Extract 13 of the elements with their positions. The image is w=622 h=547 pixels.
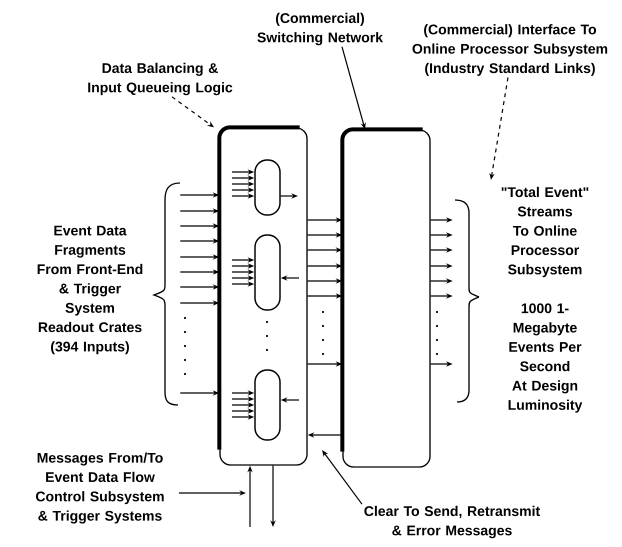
module-box [217,125,308,466]
text-label: (Commercial) Interface To Online Processor Subsystem (Industry Standard Links) [412,24,608,76]
queue-pill [254,369,281,441]
queue-pill [254,159,281,216]
text-label: Messages From/To Event Data Flow Control Subsystem & Trigger Systems [36,452,164,524]
text-label: (Commercial) Switching Network [257,12,384,46]
text-label: Data Balancing & Input Queueing Logic [88,62,232,96]
text-label: Clear To Send, Retransmit & Error Messages [364,506,540,538]
module-box [340,127,431,468]
text-label: "Total Event" Streams To Online Processor Subsystem [502,186,588,278]
queue-pill [254,234,281,311]
text-label: Event Data Fragments From Front-End & Trigger System Readout Crates (394 Inputs) [38,226,142,354]
text-label: 1000 1-Megabyte Events Per Second At Design Luminosity [508,303,582,413]
